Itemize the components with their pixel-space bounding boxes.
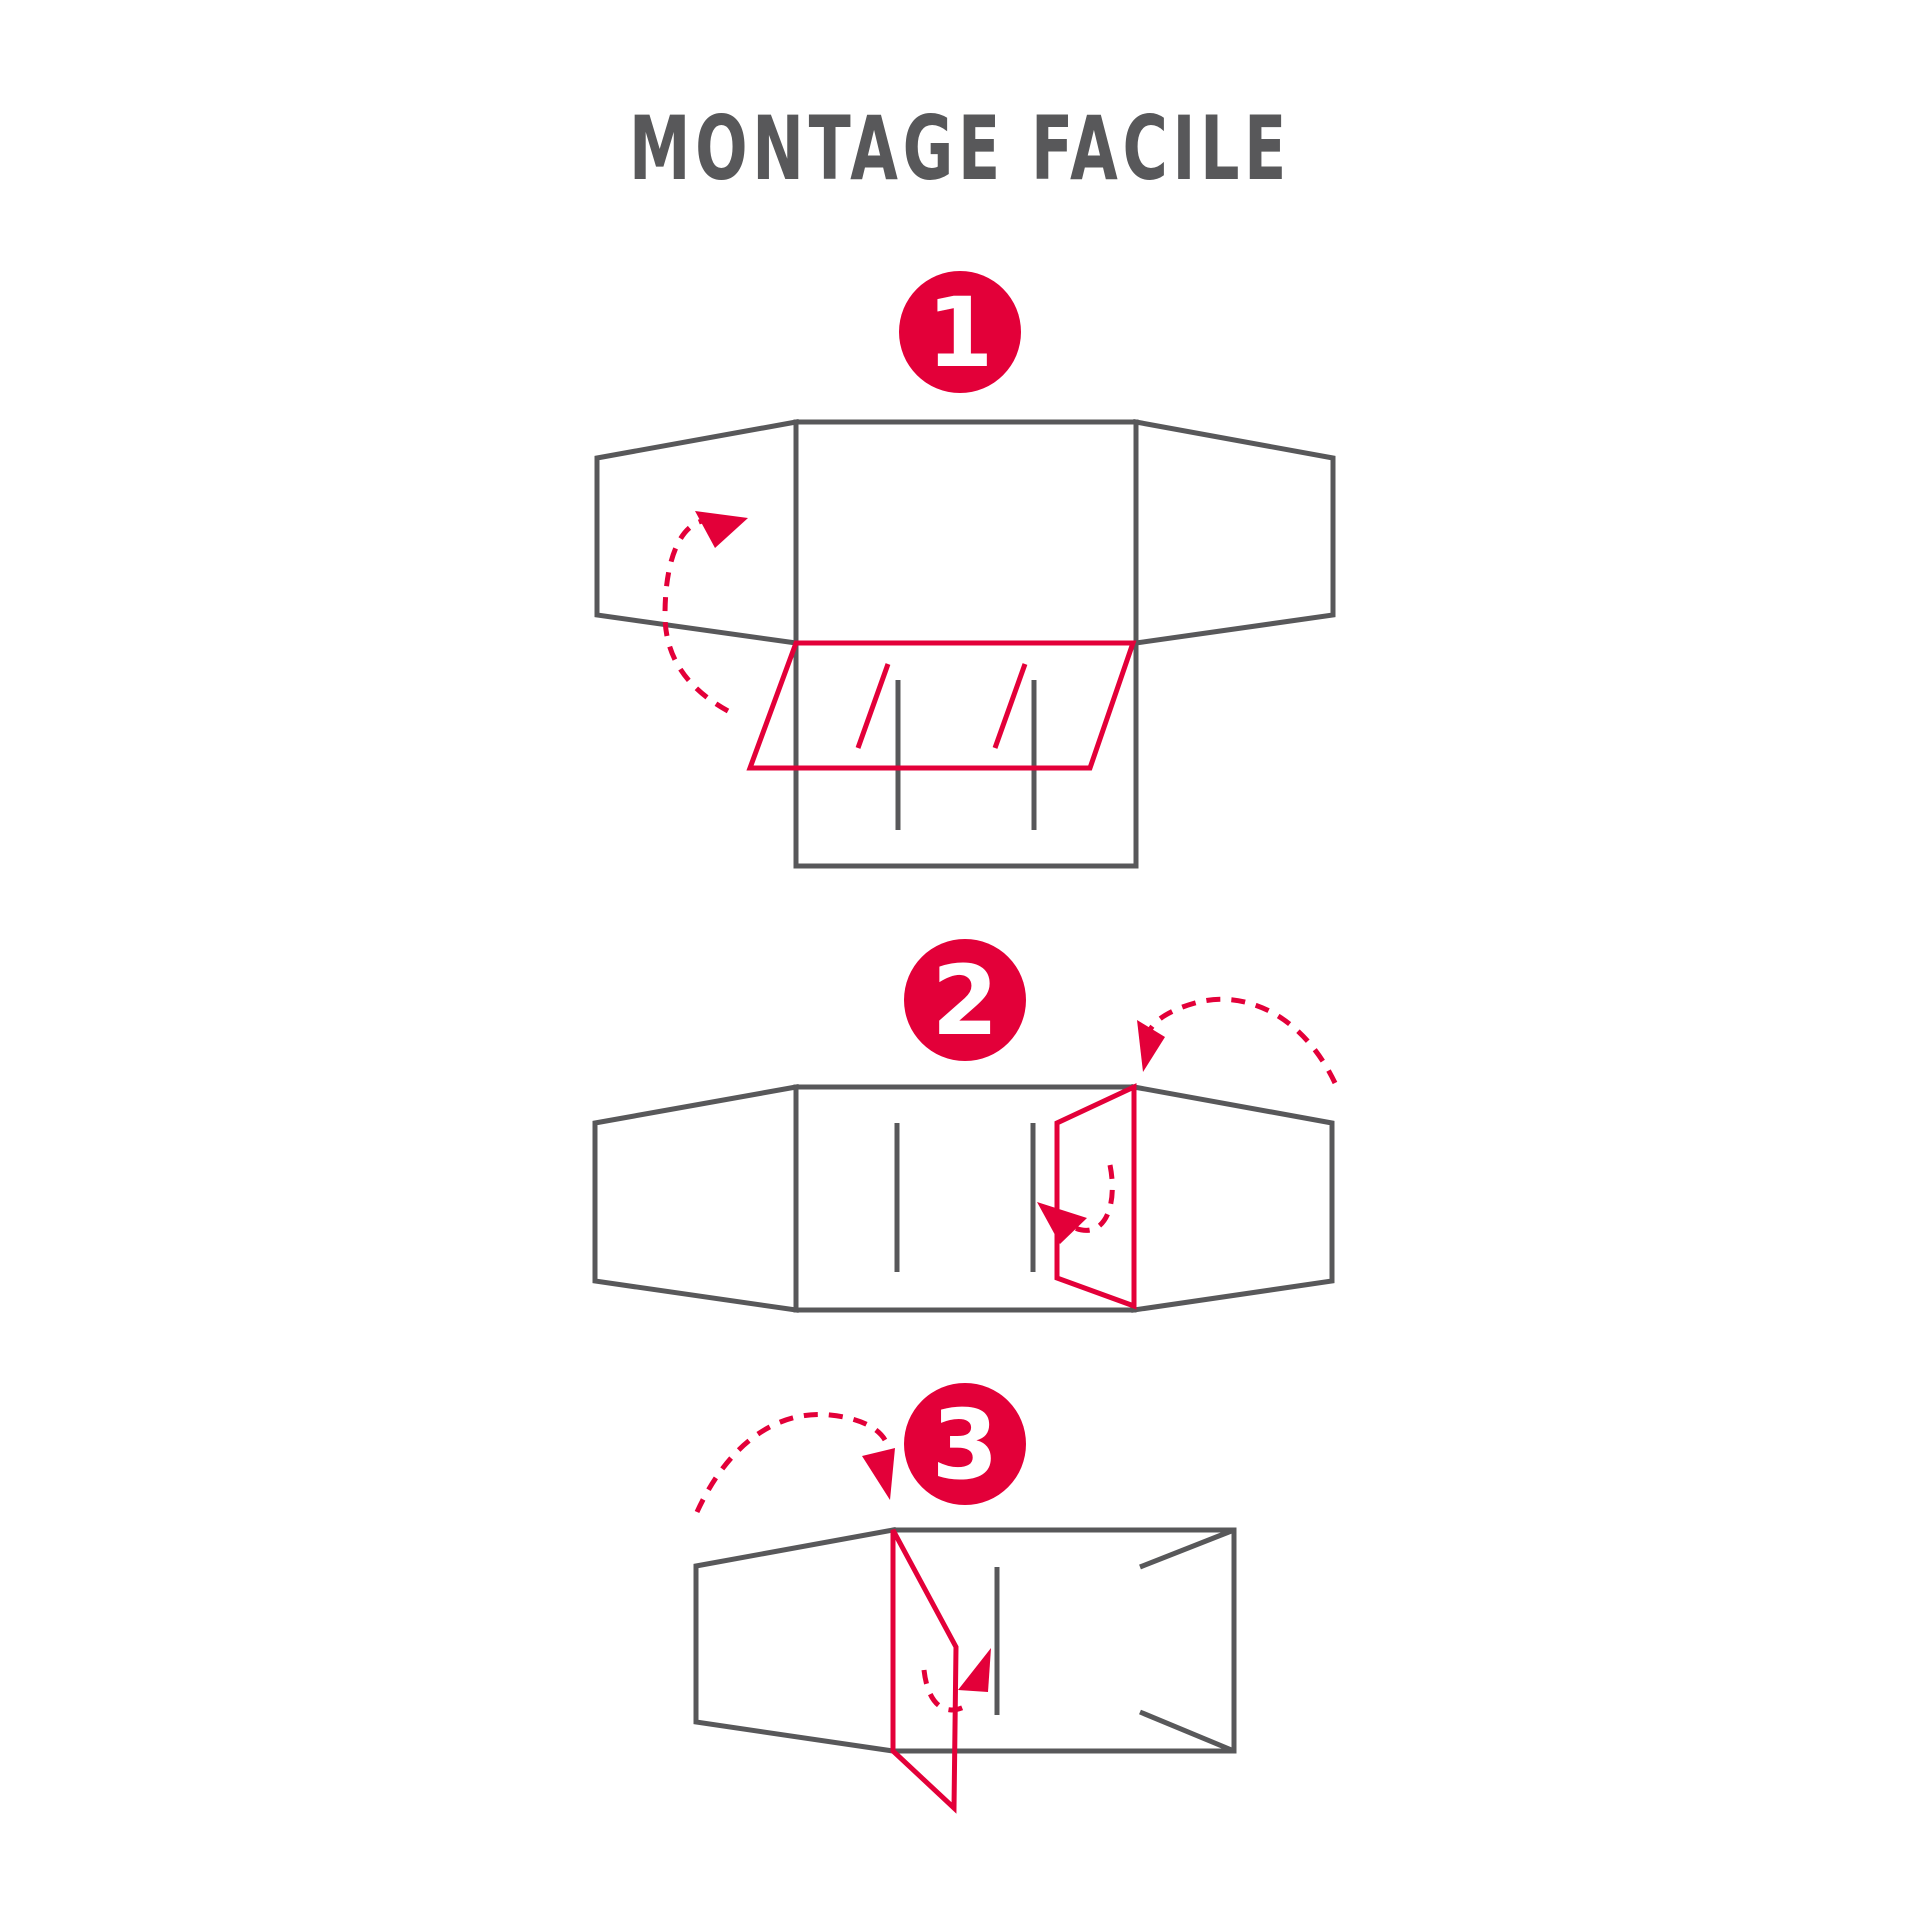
step-2-tuck-arrow: [1074, 1164, 1115, 1233]
step-1-fold-arrow: [662, 517, 730, 714]
step-1-tab-slit-right: [992, 663, 1028, 749]
step-2-left-flap: [592, 1084, 799, 1313]
step-3-left-flap: [693, 1527, 896, 1754]
step-2-top-arrowhead-icon: [1137, 1020, 1165, 1072]
step-2-folding-tab: [1054, 1083, 1137, 1310]
step-2-top-fold-arrow: [1147, 996, 1338, 1085]
step-1-tab-slit-left: [855, 663, 891, 749]
step-3-right-tab-bottom: [1139, 1709, 1235, 1754]
step-3-number: 3: [932, 1389, 999, 1501]
step-1-right-flap: [1133, 419, 1336, 646]
step-3-top-arrowhead-icon: [862, 1448, 895, 1500]
step-3-box-body: [893, 1527, 1237, 1754]
step-3-top-fold-arrow: [694, 1411, 888, 1514]
step-2-right-flap: [1131, 1084, 1335, 1313]
step-2-number: 2: [932, 945, 999, 1057]
step-3-tuck-arrow: [921, 1669, 970, 1713]
step-3-right-tab-top: [1139, 1527, 1235, 1570]
step-2-badge: [904, 939, 1026, 1061]
page-title: MONTAGE FACILE: [628, 97, 1292, 200]
step-1-number: 1: [927, 277, 994, 389]
step-3: 3: [693, 1383, 1237, 1814]
step-2-box-body: [793, 1084, 1137, 1313]
step-1-folding-tab: [746, 640, 1137, 771]
step-2: 2: [592, 939, 1338, 1313]
step-1-arrowhead-icon: [695, 511, 748, 548]
step-1-left-flap: [594, 419, 799, 646]
step-1: 1: [594, 271, 1336, 869]
step-3-folding-tab: [890, 1528, 959, 1814]
step-2-tuck-arrowhead-icon: [1037, 1202, 1087, 1244]
step-3-tuck-arrowhead-icon: [958, 1648, 991, 1692]
step-3-badge: [904, 1383, 1026, 1505]
step-1-badge: [899, 271, 1021, 393]
